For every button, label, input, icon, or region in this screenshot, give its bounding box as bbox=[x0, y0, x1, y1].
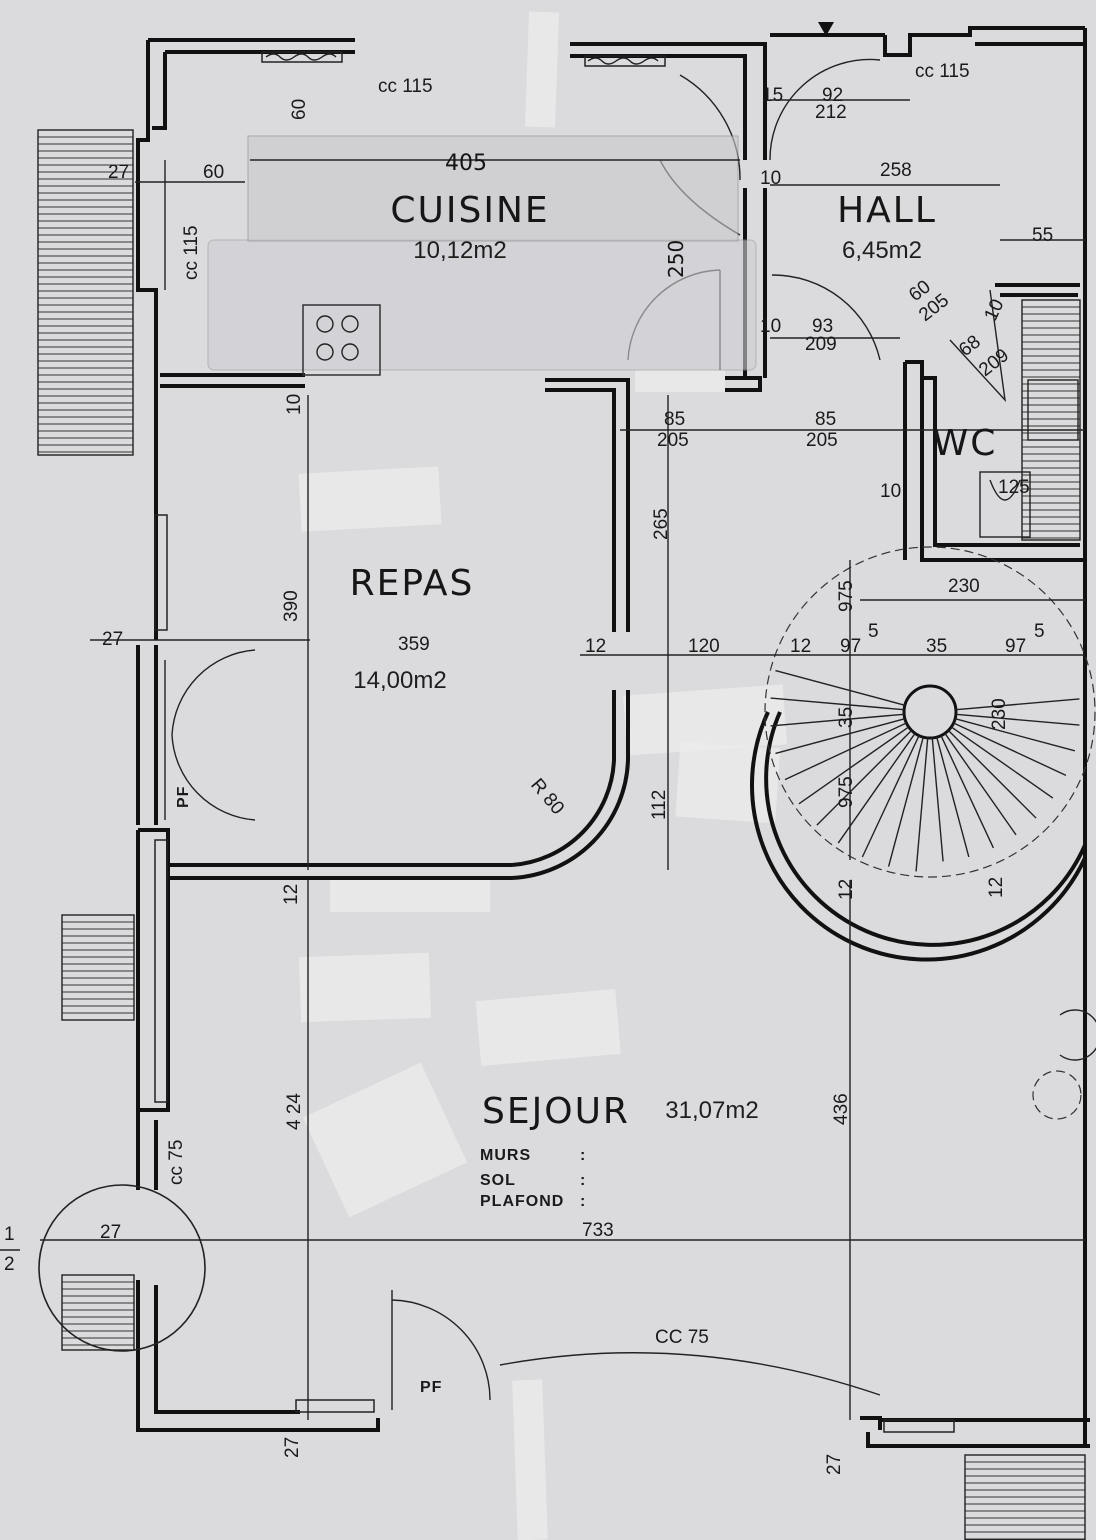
toilet-icon bbox=[979, 471, 1031, 538]
dim-27-e: 27 bbox=[824, 1454, 845, 1475]
dim-60-left: 60 bbox=[203, 162, 224, 183]
dim-209: 209 bbox=[805, 334, 837, 355]
dim-55: 55 bbox=[1032, 225, 1053, 246]
dim-12-a: 12 bbox=[585, 636, 606, 657]
wc-fixtures bbox=[979, 379, 1096, 1120]
dim-733: 733 bbox=[582, 1220, 614, 1241]
dim-93: 93 bbox=[812, 316, 833, 337]
dim-35-a: 35 bbox=[926, 636, 947, 657]
label-cc115-hall: cc 115 bbox=[915, 61, 970, 82]
dim-230-vertical: 230 bbox=[989, 698, 1010, 730]
room-area-hall: 6,45m2 bbox=[842, 237, 922, 264]
dim-230-top: 230 bbox=[948, 576, 980, 597]
dim-120: 120 bbox=[688, 636, 720, 657]
kitchen-counter bbox=[207, 135, 757, 376]
dim-975-a: 97 bbox=[840, 636, 861, 657]
terrace-hatching bbox=[37, 129, 1086, 1540]
dim-212: 212 bbox=[815, 102, 847, 123]
label-cc115-left: cc 115 bbox=[181, 225, 202, 280]
dim-112: 112 bbox=[649, 790, 670, 820]
dim-390: 390 bbox=[281, 590, 302, 622]
sink-icon bbox=[1027, 379, 1079, 441]
interior-walls bbox=[160, 283, 1085, 880]
room-name-sejour: SEJOUR bbox=[482, 1091, 630, 1132]
dim-424: 4 24 bbox=[284, 1093, 305, 1130]
dim-975-b-sup: 5 bbox=[1034, 621, 1045, 642]
dim-975-b: 97 bbox=[1005, 636, 1026, 657]
north-arrow-icon bbox=[818, 22, 834, 36]
section-marker bbox=[0, 22, 834, 1352]
dim-10-c: 10 bbox=[284, 394, 305, 415]
room-area-repas: 14,00m2 bbox=[353, 667, 446, 694]
dim-27-b: 27 bbox=[102, 629, 123, 650]
dim-12-e: 12 bbox=[986, 877, 1007, 898]
spiral-staircase bbox=[750, 546, 1096, 962]
section-number-1: 1 bbox=[4, 1224, 15, 1245]
dim-975-a-sup: 5 bbox=[868, 621, 879, 642]
room-area-cuisine: 10,12m2 bbox=[413, 237, 506, 264]
room-name-hall: HALL bbox=[837, 190, 937, 231]
dim-12-b: 12 bbox=[790, 636, 811, 657]
label-cc75-bottom: CC 75 bbox=[655, 1327, 709, 1348]
dim-35-vertical: 35 bbox=[836, 707, 857, 728]
label-pf-left: PF bbox=[175, 786, 192, 808]
label-pf-bottom: PF bbox=[420, 1379, 442, 1396]
dim-10-wc: 10 bbox=[880, 481, 901, 502]
dim-359: 359 bbox=[398, 634, 430, 655]
dim-10-b: 10 bbox=[760, 316, 781, 337]
dim-205-a: 205 bbox=[657, 430, 689, 451]
label-cc115-top: cc 115 bbox=[378, 76, 433, 97]
dim-436: 436 bbox=[831, 1093, 852, 1125]
dim-85-a: 85 bbox=[664, 409, 685, 430]
dim-92: 92 bbox=[822, 85, 843, 106]
dim-85-b: 85 bbox=[815, 409, 836, 430]
room-area-sejour: 31,07m2 bbox=[665, 1097, 758, 1124]
label-cc75-left: cc 75 bbox=[166, 1140, 187, 1185]
room-name-repas: REPAS bbox=[350, 563, 475, 604]
finish-murs: MURS bbox=[480, 1147, 531, 1164]
room-name-wc: WC bbox=[933, 423, 998, 464]
dim-975-vertical: 975 bbox=[836, 580, 857, 612]
dim-12-d: 12 bbox=[836, 879, 857, 900]
dim-205-b: 205 bbox=[806, 430, 838, 451]
section-number-2: 2 bbox=[4, 1254, 15, 1275]
finish-colon-2: : bbox=[580, 1172, 586, 1189]
finish-plafond: PLAFOND bbox=[480, 1193, 564, 1210]
column-icon bbox=[1059, 1009, 1096, 1061]
dim-60-top: 60 bbox=[289, 99, 310, 120]
dim-258: 258 bbox=[880, 160, 912, 181]
dim-975-vertical-2: 975 bbox=[836, 776, 857, 808]
exterior-walls bbox=[136, 26, 1090, 1448]
finish-colon-1: : bbox=[580, 1147, 586, 1164]
dim-27-a: 27 bbox=[108, 162, 129, 183]
room-name-cuisine: CUISINE bbox=[390, 190, 549, 231]
dim-15: 15 bbox=[762, 85, 783, 106]
dim-27-d: 27 bbox=[282, 1437, 303, 1458]
dim-27-c: 27 bbox=[100, 1222, 121, 1243]
finish-colon-3: : bbox=[580, 1193, 586, 1210]
dim-125: 125 bbox=[998, 477, 1030, 498]
finish-sol: SOL bbox=[480, 1172, 516, 1189]
cooktop-icon bbox=[302, 304, 381, 376]
windows bbox=[154, 51, 955, 1433]
dim-12-c: 12 bbox=[281, 884, 302, 905]
dimension-lines bbox=[40, 99, 1085, 1420]
dim-10-hall: 10 bbox=[760, 168, 781, 189]
dim-405: 405 bbox=[445, 151, 487, 176]
dim-265: 265 bbox=[651, 508, 672, 540]
dim-250: 250 bbox=[664, 240, 688, 278]
